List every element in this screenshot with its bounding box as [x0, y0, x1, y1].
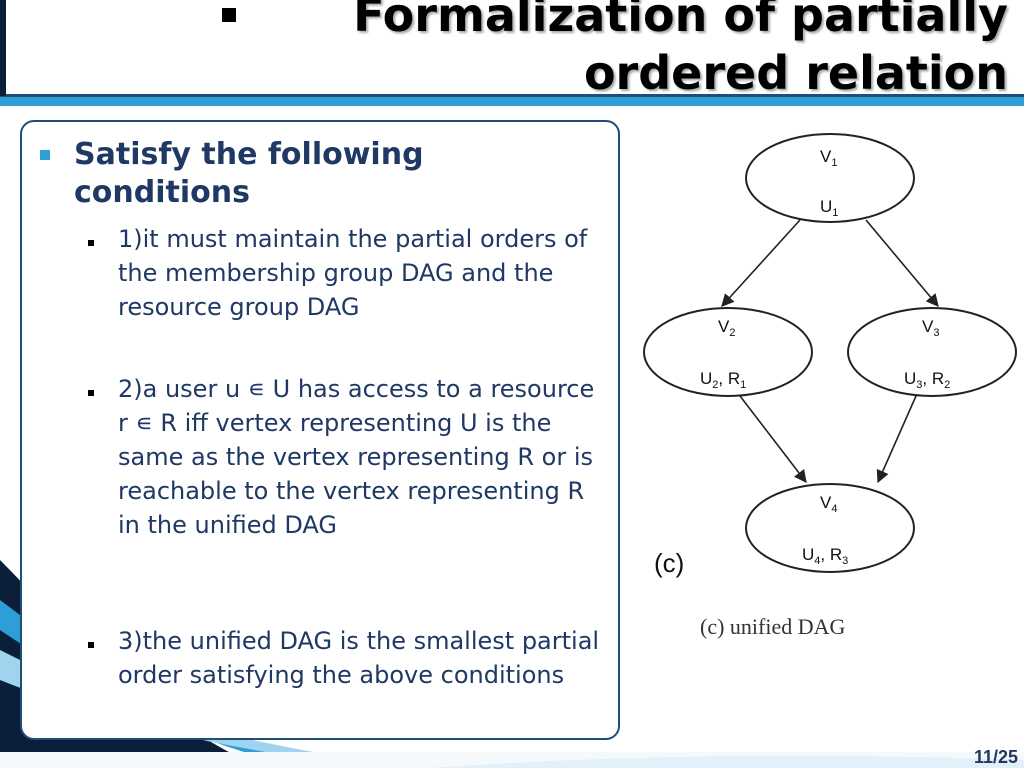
- svg-text:V3: V3: [922, 317, 939, 339]
- node-sub: 2: [944, 379, 950, 391]
- edge-v1-v2: [721, 219, 801, 307]
- condition-item-2: 2)a user u ∊ U has access to a resource …: [118, 375, 595, 539]
- item-bullet: [88, 240, 94, 246]
- dag-node-v4: V4 U4, R3: [745, 483, 915, 573]
- node-sub: 1: [740, 379, 746, 391]
- unified-dag-diagram: V1 U1 V2 U2, R1 V3 U3, R2 V4 U4, R3 (c) …: [643, 133, 1017, 639]
- svg-text:U3, R2: U3, R2: [904, 369, 950, 391]
- node-sub: 3: [916, 379, 922, 391]
- node-label: V: [820, 493, 832, 512]
- edge-v2-v4: [739, 395, 807, 484]
- item-bullet: [88, 390, 94, 396]
- dag-node-v3: V3 U3, R2: [847, 307, 1017, 397]
- node-sub: 1: [832, 207, 838, 219]
- svg-text:V4: V4: [820, 493, 837, 515]
- title-line-1: Formalization of partially: [353, 0, 1008, 42]
- node-label: V: [922, 317, 934, 336]
- svg-text:V1: V1: [820, 147, 837, 169]
- node-label: V: [820, 147, 832, 166]
- node-label: , R: [820, 545, 842, 564]
- svg-text:U2, R1: U2, R1: [700, 369, 746, 391]
- heading-bullet: [40, 150, 50, 160]
- conditions-heading: Satisfy the following conditions: [74, 137, 424, 210]
- node-sub: 3: [933, 327, 939, 339]
- svg-text:U1: U1: [820, 197, 838, 219]
- dag-node-v1: V1 U1: [745, 133, 915, 223]
- node-sub: 2: [712, 379, 718, 391]
- edge-v3-v4: [876, 395, 917, 484]
- node-sub: 2: [729, 327, 735, 339]
- slide-title: Formalization of partially ordered relat…: [228, 0, 1008, 102]
- diagram-tag: (c): [654, 548, 684, 578]
- page-number: 11/25: [973, 747, 1018, 767]
- condition-item-3: 3)the unified DAG is the smallest partia…: [118, 627, 600, 689]
- dag-node-v2: V2 U2, R1: [643, 307, 813, 397]
- condition-item-1: 1)it must maintain the partial orders of…: [118, 225, 588, 321]
- node-sub: 1: [831, 157, 837, 169]
- title-bullet: [222, 8, 236, 22]
- title-line-2: ordered relation: [583, 46, 1008, 100]
- edge-v1-v3: [865, 219, 939, 307]
- content-panel: Satisfy the following conditions 1)it mu…: [20, 120, 620, 740]
- node-label: U: [820, 197, 832, 216]
- node-label: , R: [922, 369, 944, 388]
- node-sub: 4: [814, 555, 820, 567]
- node-label: U: [802, 545, 814, 564]
- svg-text:V2: V2: [718, 317, 735, 339]
- node-sub: 4: [831, 503, 837, 515]
- node-label: , R: [718, 369, 740, 388]
- svg-text:U4, R3: U4, R3: [802, 545, 848, 567]
- node-label: U: [904, 369, 916, 388]
- node-label: U: [700, 369, 712, 388]
- item-bullet: [88, 642, 94, 648]
- node-label: V: [718, 317, 730, 336]
- node-sub: 3: [842, 555, 848, 567]
- diagram-caption: (c) unified DAG: [700, 614, 846, 639]
